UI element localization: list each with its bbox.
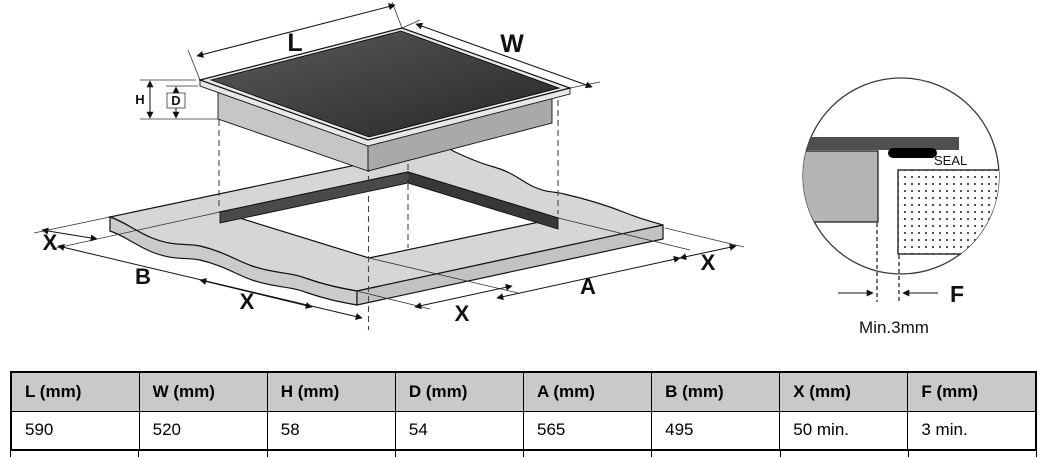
col-header-h: H (mm) xyxy=(266,371,396,412)
col-header-l: L (mm) xyxy=(10,371,140,412)
dimensions-table: L (mm) W (mm) H (mm) D (mm) A (mm) B (mm… xyxy=(10,371,1037,451)
dim-label-X-right: X xyxy=(701,250,716,275)
col-header-a: A (mm) xyxy=(522,371,653,412)
dim-label-H: H xyxy=(135,92,144,107)
min-gap-note: Min.3mm xyxy=(859,318,929,337)
table-values-row: 590 520 58 54 565 495 50 min. 3 min. xyxy=(10,410,1037,451)
value-w: 520 xyxy=(138,410,268,451)
value-h: 58 xyxy=(266,410,396,451)
col-header-w: W (mm) xyxy=(138,371,268,412)
value-x: 50 min. xyxy=(779,410,909,451)
projection-lines xyxy=(218,100,559,330)
table-cutoff-stub-row xyxy=(9,449,1038,457)
worktop-dimensions: X B X X A X xyxy=(33,211,745,326)
col-header-b: B (mm) xyxy=(651,371,781,412)
value-d: 54 xyxy=(394,410,525,451)
col-header-x: X (mm) xyxy=(779,371,909,412)
col-header-f: F (mm) xyxy=(907,371,1037,412)
value-b: 495 xyxy=(651,410,781,451)
table-header-row: L (mm) W (mm) H (mm) D (mm) A (mm) B (mm… xyxy=(10,371,1037,412)
dim-label-W: W xyxy=(500,30,524,58)
value-a: 565 xyxy=(522,410,653,451)
dim-label-X-bottom-left: X xyxy=(240,289,255,314)
installation-diagram: L W H D X B X X A X xyxy=(33,1,1000,337)
dim-label-B: B xyxy=(135,264,151,289)
seal-detail-view: SEAL F Min.3mm xyxy=(802,77,1000,337)
dim-label-F: F xyxy=(950,281,964,307)
dim-label-X-bottom-center: X xyxy=(455,301,470,326)
detail-worktop-section xyxy=(897,169,999,255)
dim-label-L: L xyxy=(287,29,302,57)
detail-seal-pill xyxy=(888,148,937,158)
dim-label-A: A xyxy=(580,274,596,299)
col-header-d: D (mm) xyxy=(394,371,525,412)
detail-glass-bar xyxy=(803,137,959,150)
detail-hob-body xyxy=(803,150,879,223)
value-f: 3 min. xyxy=(907,410,1037,451)
hob-dimensions: L W H D xyxy=(135,1,601,120)
seal-label: SEAL xyxy=(934,153,967,168)
value-l: 590 xyxy=(10,410,140,451)
dim-label-D: D xyxy=(171,93,180,108)
dim-label-X-left: X xyxy=(43,230,58,255)
